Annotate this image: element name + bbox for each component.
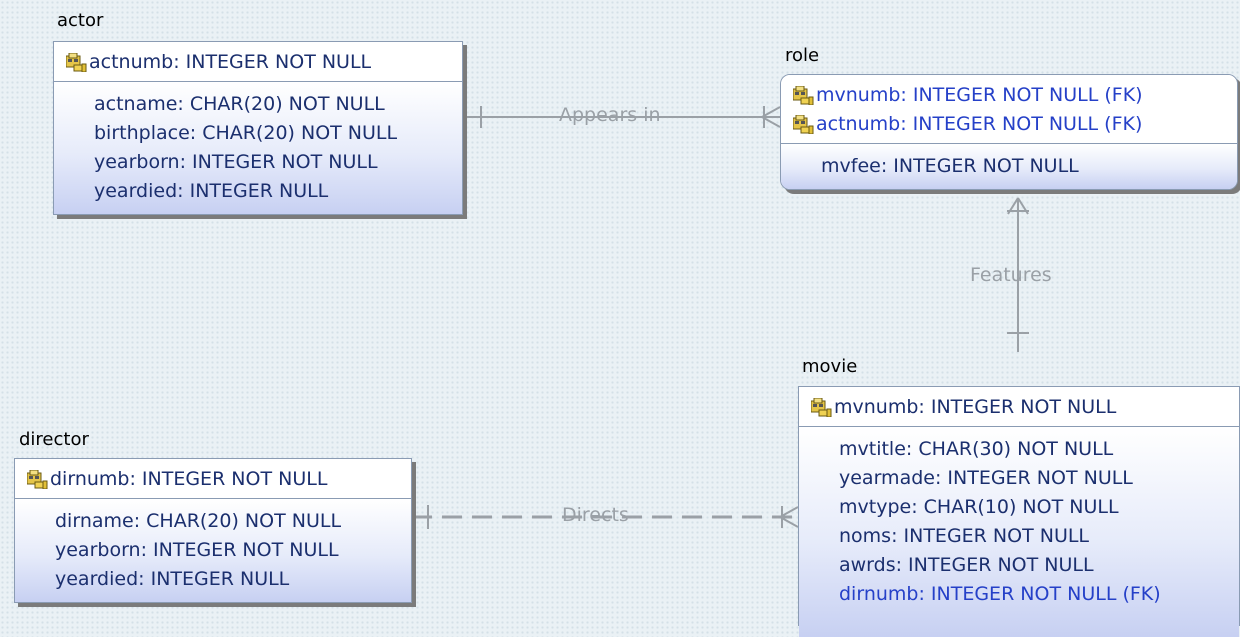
pk-attribute: actnumb: INTEGER NOT NULL	[89, 51, 372, 73]
pk-row[interactable]: dirnumb: INTEGER NOT NULL	[27, 465, 403, 494]
primary-key-section: dirnumb: INTEGER NOT NULL	[15, 459, 411, 499]
attribute-row[interactable]: mvfee: INTEGER NOT NULL	[821, 155, 1079, 177]
pk-fk-attribute: actnumb: INTEGER NOT NULL (FK)	[816, 113, 1143, 135]
relation-appears-in[interactable]	[464, 106, 781, 128]
relation-label-features: Features	[970, 264, 1052, 286]
attribute-row[interactable]: yeardied: INTEGER NULL	[94, 180, 329, 202]
primary-key-section: actnumb: INTEGER NOT NULL	[54, 42, 462, 82]
primary-key-icon	[793, 86, 814, 105]
relationship-lines	[412, 106, 1029, 529]
attribute-row[interactable]: birthplace: CHAR(20) NOT NULL	[94, 122, 398, 144]
relation-features[interactable]	[1007, 197, 1029, 352]
pk-fk-attribute: mvnumb: INTEGER NOT NULL (FK)	[816, 84, 1143, 106]
entity-title-role: role	[785, 45, 820, 66]
primary-key-section: mvnumb: INTEGER NOT NULL (FK) actnumb: I…	[781, 75, 1237, 144]
attribute-row[interactable]: dirname: CHAR(20) NOT NULL	[55, 510, 342, 532]
pk-row[interactable]: actnumb: INTEGER NOT NULL	[66, 48, 454, 77]
entity-title-movie: movie	[802, 356, 858, 377]
relation-directs[interactable]	[412, 505, 799, 529]
attribute-row[interactable]: yearmade: INTEGER NOT NULL	[839, 467, 1133, 489]
pk-row[interactable]: mvnumb: INTEGER NOT NULL (FK)	[793, 81, 1229, 110]
primary-key-section: mvnumb: INTEGER NOT NULL	[799, 387, 1239, 427]
attribute-row[interactable]: yearborn: INTEGER NOT NULL	[94, 151, 378, 173]
er-diagram-canvas: Appears in Features Directs actor actnum…	[14, 10, 1240, 637]
entity-title-director: director	[19, 429, 89, 450]
attribute-row[interactable]: actname: CHAR(20) NOT NULL	[94, 93, 385, 115]
primary-key-icon	[811, 398, 832, 417]
primary-key-icon	[793, 115, 814, 134]
relation-label-appears-in: Appears in	[559, 104, 661, 126]
attribute-row[interactable]: yeardied: INTEGER NULL	[55, 568, 290, 590]
attribute-section: mvfee: INTEGER NOT NULL	[781, 144, 1237, 189]
entity-director[interactable]: dirnumb: INTEGER NOT NULL dirname: CHAR(…	[14, 458, 412, 603]
pk-attribute: mvnumb: INTEGER NOT NULL	[834, 396, 1117, 418]
pk-attribute: dirnumb: INTEGER NOT NULL	[50, 468, 328, 490]
attribute-row[interactable]: noms: INTEGER NOT NULL	[839, 525, 1090, 547]
attribute-section: actname: CHAR(20) NOT NULL birthplace: C…	[54, 82, 462, 214]
attribute-row[interactable]: yearborn: INTEGER NOT NULL	[55, 539, 339, 561]
attribute-row[interactable]: awrds: INTEGER NOT NULL	[839, 554, 1094, 576]
entity-actor[interactable]: actnumb: INTEGER NOT NULL actname: CHAR(…	[53, 41, 463, 215]
entity-title-actor: actor	[57, 10, 104, 31]
attribute-section: mvtitle: CHAR(30) NOT NULL yearmade: INT…	[799, 427, 1239, 637]
attribute-row[interactable]: mvtitle: CHAR(30) NOT NULL	[839, 438, 1114, 460]
fk-attribute-row[interactable]: dirnumb: INTEGER NOT NULL (FK)	[839, 583, 1161, 605]
entity-role[interactable]: mvnumb: INTEGER NOT NULL (FK) actnumb: I…	[780, 74, 1238, 190]
pk-row[interactable]: actnumb: INTEGER NOT NULL (FK)	[793, 110, 1229, 139]
entity-movie[interactable]: mvnumb: INTEGER NOT NULL mvtitle: CHAR(3…	[798, 386, 1240, 637]
relation-label-directs: Directs	[562, 504, 629, 526]
primary-key-icon	[27, 470, 48, 489]
pk-row[interactable]: mvnumb: INTEGER NOT NULL	[811, 393, 1231, 422]
attribute-section: dirname: CHAR(20) NOT NULL yearborn: INT…	[15, 499, 411, 602]
attribute-row[interactable]: mvtype: CHAR(10) NOT NULL	[839, 496, 1119, 518]
primary-key-icon	[66, 53, 87, 72]
